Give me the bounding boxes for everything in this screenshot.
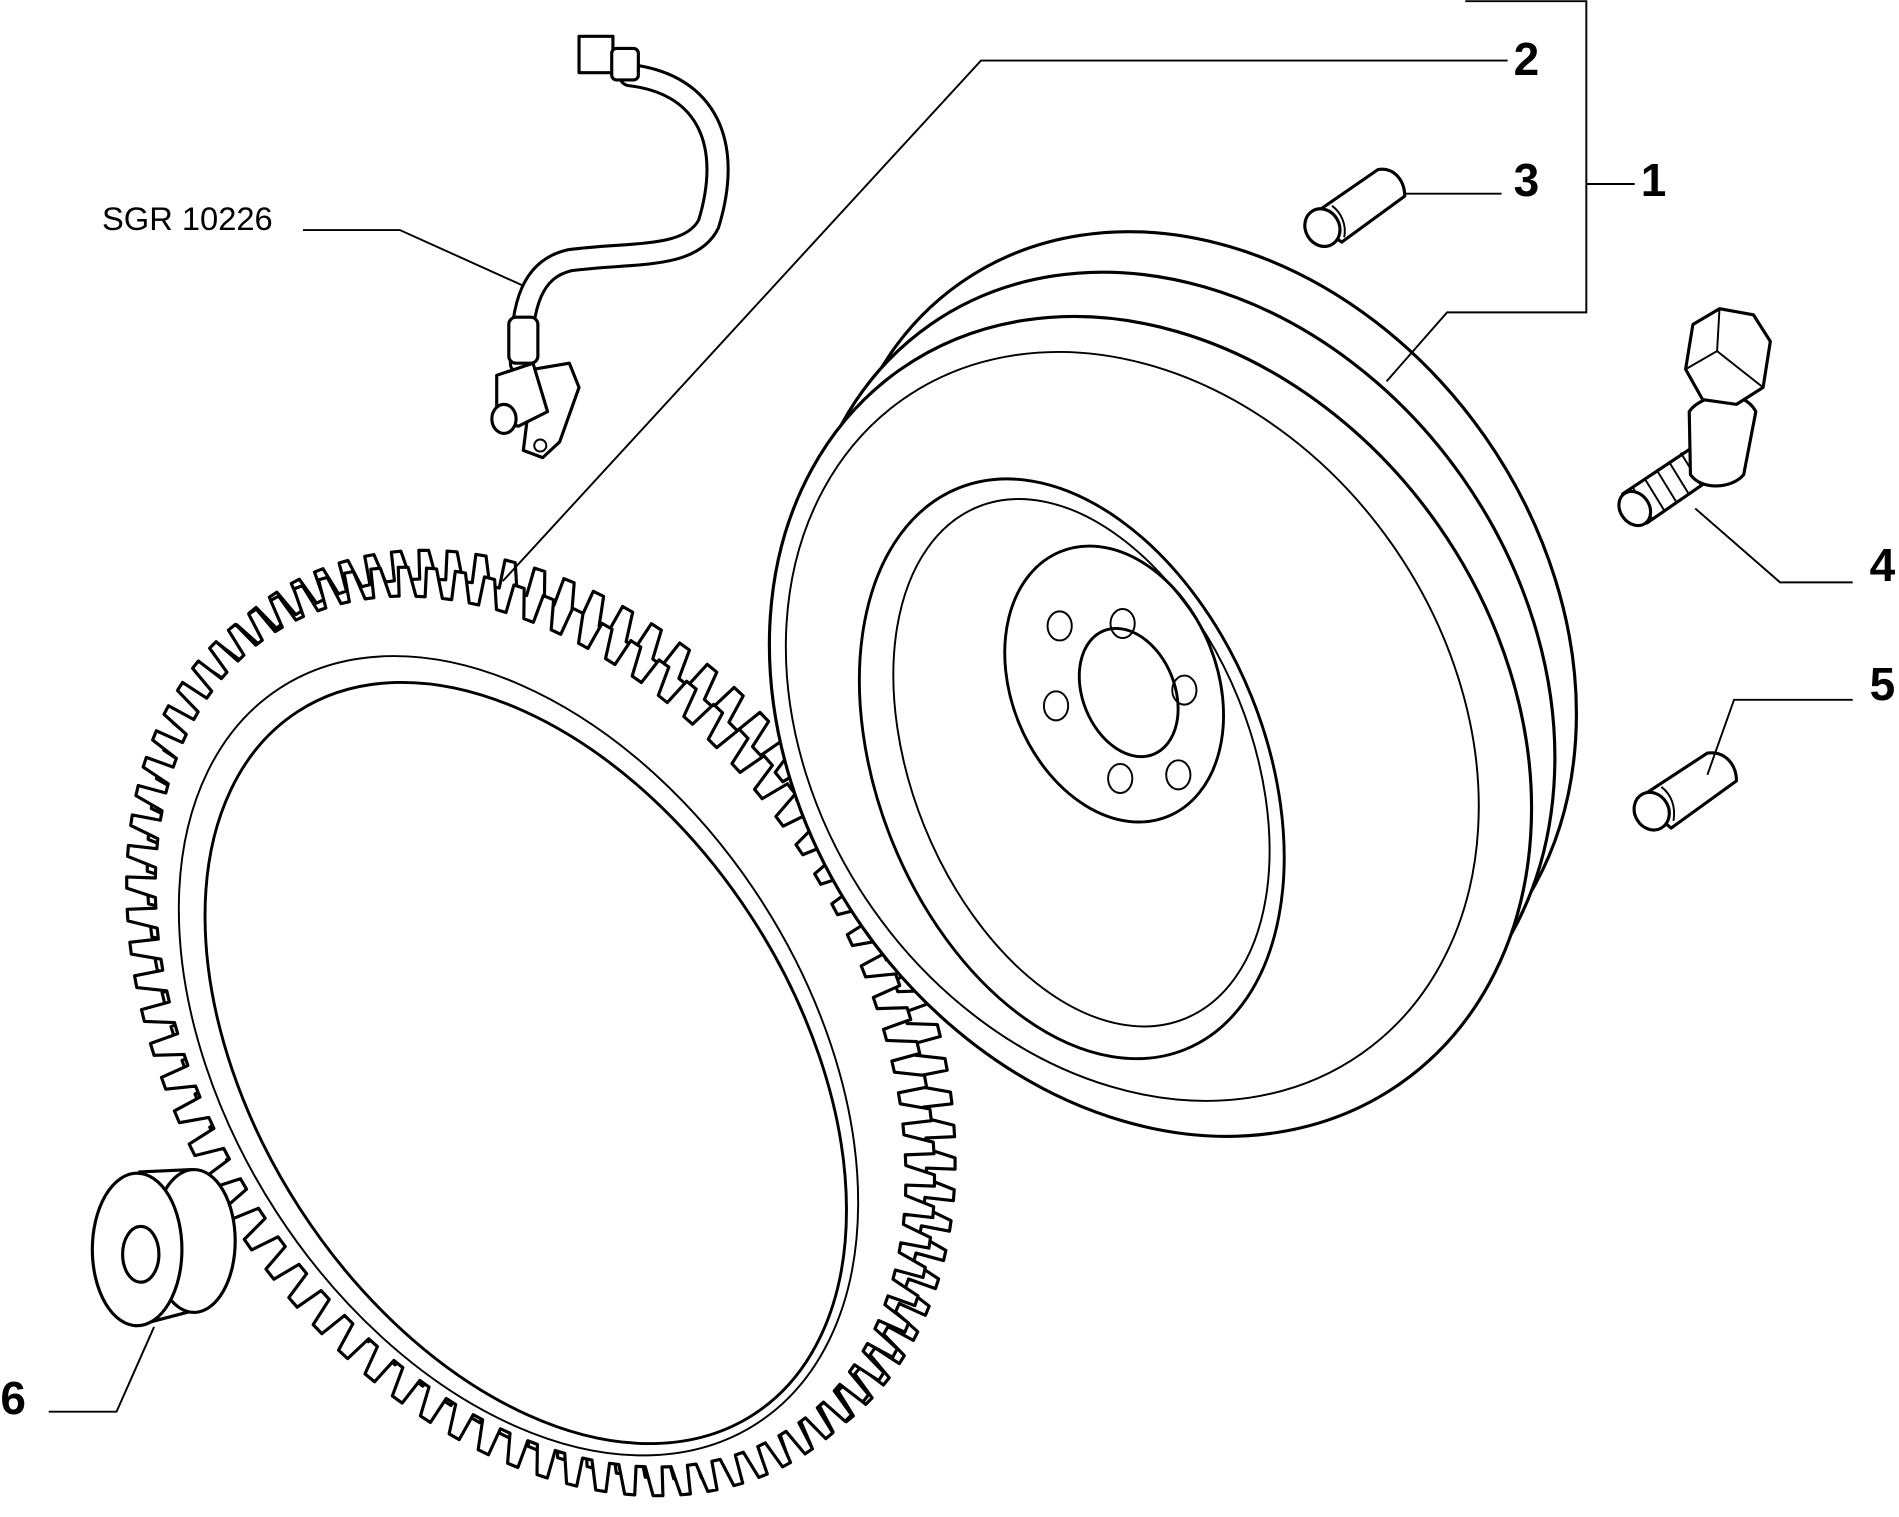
dowel-pin-upper [1303,167,1407,248]
flywheel-recess-outer [857,477,1286,1061]
bolt-hole [1107,762,1134,794]
leader-sensor [302,229,524,287]
bushing-bore [121,1224,161,1284]
callout-sensor-code: SGR 10226 [102,200,273,237]
ring-gear-front-teeth [125,565,937,1498]
bolt-tip [1617,489,1653,528]
pin-end [1303,207,1342,248]
bolt-hole [1046,610,1073,642]
callout-part-4: 4 [1870,539,1896,591]
flywheel-center-bore [1077,626,1180,759]
sensor-cable-outline [508,62,730,376]
speed-sensor [490,34,730,460]
pin-step [1660,786,1676,822]
dowel-pin-lower [1632,751,1739,832]
callout-part-6: 6 [0,1372,26,1424]
flywheel-front-face [767,314,1534,1138]
flywheel [767,230,1578,1138]
sensor-connector-plug [577,34,615,75]
flywheel-recess-inner [892,498,1271,1028]
leader-part-2 [502,59,1508,582]
sensor-cable-fill [511,65,727,373]
ring-gear-inner-bore [203,680,848,1446]
callout-part-2: 2 [1514,33,1540,85]
sensor-connector-sleeve [610,46,640,82]
bolt-hole [1109,608,1136,640]
bolt-hex-edges [1685,308,1764,389]
callout-part-3: 3 [1514,154,1540,206]
callout-part-5: 5 [1870,658,1896,710]
pin-end [1632,790,1671,832]
bolt-hole [1165,759,1192,791]
sensor-cable-boot [507,315,540,365]
flywheel-face-ring [784,351,1480,1102]
bolt-hole [1171,674,1198,706]
sensor-mount-hole [533,438,548,453]
pin-step [1331,205,1346,238]
ring-gear-inner-edge [177,655,860,1457]
pilot-bushing [90,1167,237,1328]
callout-part-1: 1 [1641,154,1667,206]
leader-part-1-bracket [1385,0,1588,383]
callout-labels: 1 2 3 4 5 6 SGR 10226 [0,33,1895,1424]
sensor-tip [490,402,518,436]
leader-part-4 [1694,507,1853,584]
bolt-flange [1687,394,1758,488]
flywheel-hub [1003,544,1226,824]
flywheel-bolt [1617,307,1772,528]
bolt-hole [1042,690,1070,722]
leader-lines [48,0,1853,1413]
leader-part-5 [1706,698,1853,776]
bolt-hex-head [1684,307,1772,406]
leader-part-6 [48,1326,155,1413]
ring-gear [125,548,957,1498]
